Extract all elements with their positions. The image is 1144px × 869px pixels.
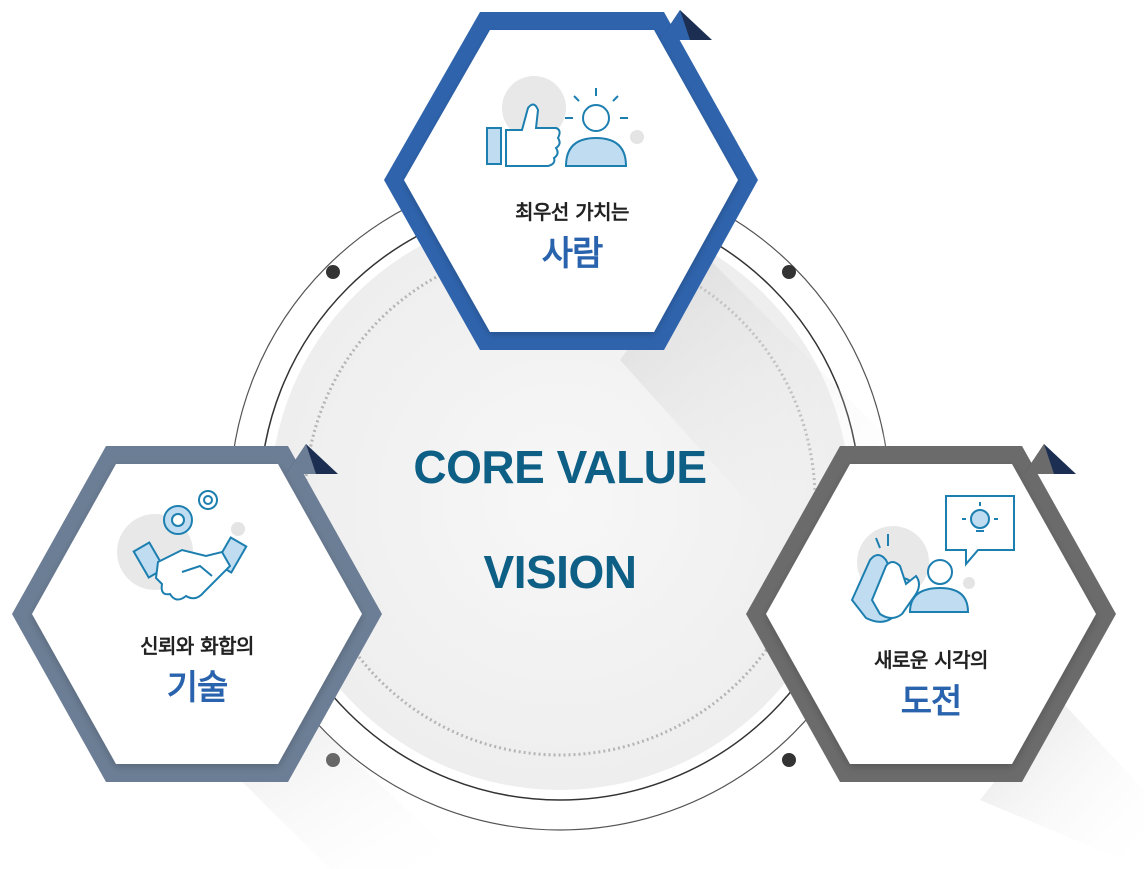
ring-dot (782, 753, 796, 767)
value-title-technology: 기술 (166, 668, 229, 708)
value-subtitle-people: 최우선 가치는 (515, 200, 629, 224)
value-subtitle-technology: 신뢰와 화합의 (140, 634, 254, 658)
clapping-idea-icon (850, 495, 1015, 623)
ring-dot (782, 265, 796, 279)
thumbs-up-person-icon (486, 76, 644, 167)
handshake-gears-icon (117, 490, 248, 601)
hexagon-people (384, 10, 758, 350)
ring-dot (326, 265, 340, 279)
hexagon-technology (12, 444, 382, 782)
value-title-challenge: 도전 (900, 682, 963, 722)
value-title-people: 사람 (541, 234, 604, 274)
center-title-line2: VISION (483, 546, 637, 598)
value-subtitle-challenge: 새로운 시각의 (874, 648, 988, 672)
long-shadow (980, 700, 1144, 869)
center-title-line1: CORE VALUE (413, 441, 707, 493)
